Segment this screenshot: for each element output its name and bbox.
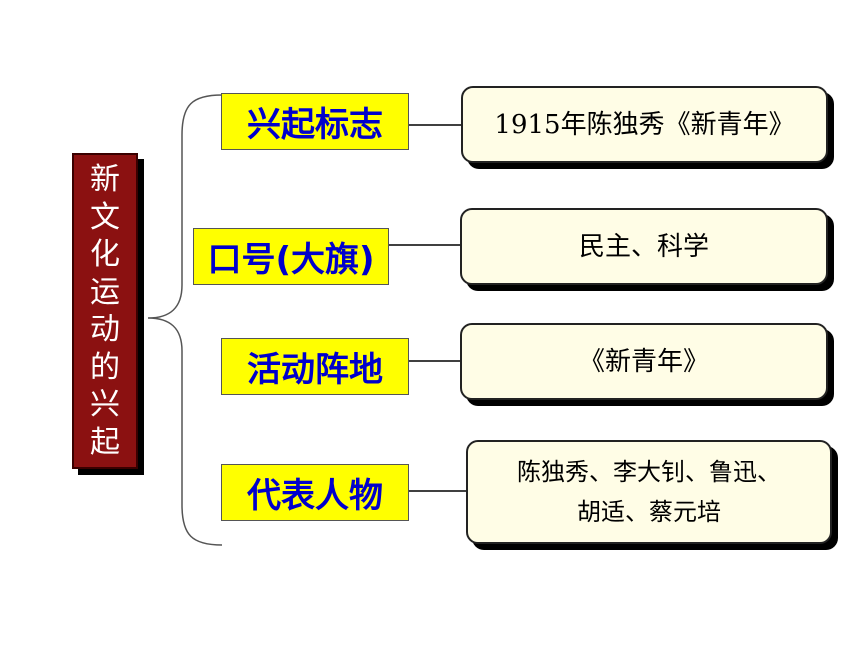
card-representatives: 陈独秀、李大钊、鲁迅、胡适、蔡元培: [466, 440, 832, 544]
card-activity-base: 《新青年》: [460, 323, 828, 400]
title-box: 新文化运动的兴起: [72, 153, 138, 469]
label-emergence-sign: 兴起标志: [221, 93, 409, 150]
card-text: 陈独秀、李大钊、鲁迅、胡适、蔡元培: [517, 458, 781, 526]
label-activity-base: 活动阵地: [221, 338, 409, 395]
card-emergence-sign: 1915年陈独秀《新青年》: [461, 86, 828, 163]
card-text: 《新青年》: [578, 346, 709, 377]
card-text: 1915年陈独秀《新青年》: [494, 109, 795, 140]
bracket: [147, 94, 223, 546]
label-slogan: 口号(大旗): [193, 228, 389, 285]
card-slogan: 民主、科学: [460, 208, 828, 285]
label-representatives: 代表人物: [221, 464, 409, 521]
card-text: 民主、科学: [578, 231, 709, 262]
diagram-title: 新文化运动的兴起: [90, 162, 120, 460]
